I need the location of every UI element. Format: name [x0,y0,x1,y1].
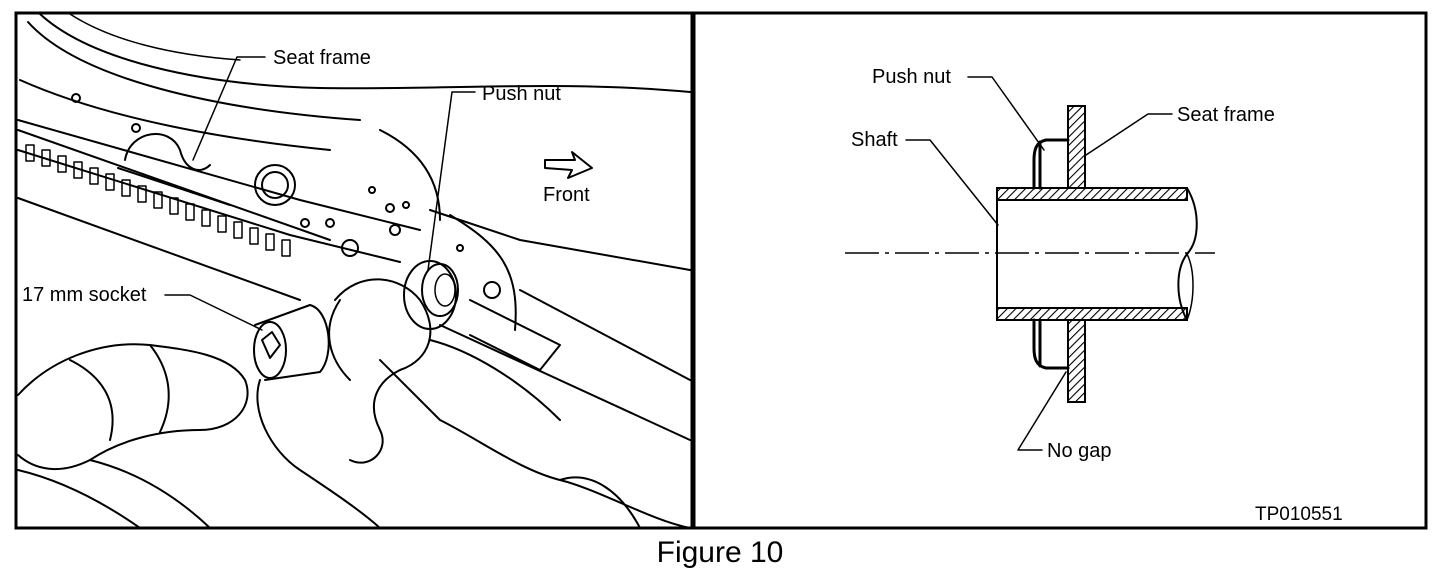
seat-rail-illustration [17,13,691,529]
left-panel: Seat frame Push nut Front 17 mm socket [14,11,694,530]
label-17mm-socket: 17 mm socket [22,284,147,306]
label-front: Front [543,184,590,206]
label-seat-frame-right: Seat frame [1177,104,1275,126]
label-seat-frame: Seat frame [273,47,371,69]
left-panel-border [14,11,694,530]
leader-seat-frame-right [1085,113,1173,156]
shaft [996,187,1198,321]
label-no-gap: No gap [1047,440,1112,462]
figure-caption: Figure 10 [657,536,784,569]
leader-shaft [905,139,999,226]
seat-frame-section [1067,105,1086,403]
leader-no-gap [1017,371,1067,451]
label-push-nut-right: Push nut [872,66,951,88]
leader-push-nut [427,91,476,271]
label-shaft: Shaft [851,129,898,151]
leader-push-nut-right [967,76,1045,151]
label-push-nut-left: Push nut [482,83,561,105]
leader-seat-frame [192,56,266,161]
push-nut-section [1032,138,1070,370]
figure-code: TP010551 [1255,504,1343,525]
rail-slots [25,144,291,257]
leader-socket [164,294,263,331]
right-panel-border [692,11,1428,530]
right-panel: Push nut Seat frame Shaft No gap TP01055… [692,11,1428,530]
